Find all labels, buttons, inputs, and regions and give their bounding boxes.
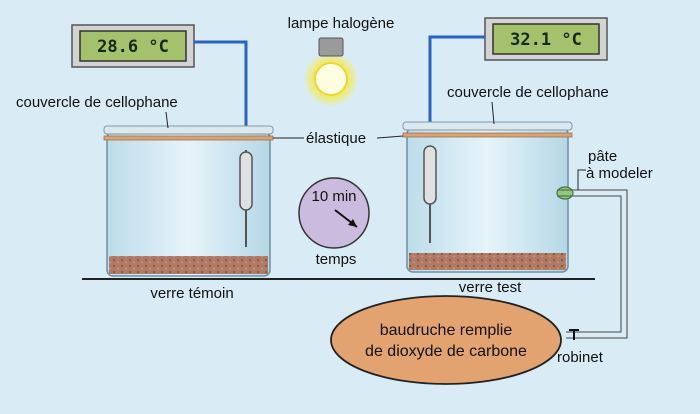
gas-tube-inner <box>557 195 622 333</box>
control-jar <box>103 125 274 277</box>
cover-label-left: couvercle de cellophane <box>16 94 178 111</box>
co2-balloon <box>330 295 562 385</box>
test-jar <box>402 121 574 273</box>
lamp-bulb <box>314 62 348 96</box>
temperature-reading-right: 32.1 °C <box>510 30 582 50</box>
clay-leader <box>577 169 586 190</box>
modelling-clay <box>556 186 574 200</box>
halogen-lamp <box>303 37 359 107</box>
probe-wire-right <box>428 35 485 148</box>
elastic-band-right <box>402 132 573 138</box>
clock-face <box>298 177 370 249</box>
lcd-screen-right <box>492 23 600 55</box>
clay-label-line1: pâte <box>588 148 617 165</box>
temperature-reading-left: 28.6 °C <box>97 37 169 57</box>
cellophane-cover-left <box>103 125 274 135</box>
soil-right <box>409 253 566 270</box>
elastic-leader-right <box>376 135 404 139</box>
clock: 10 min <box>298 177 370 249</box>
clock-hand-arrow <box>348 219 357 227</box>
elastic-band-left <box>103 135 274 141</box>
balloon-label-line2: de dioxyde de carbone <box>365 343 527 360</box>
cover-leader-left <box>165 111 169 129</box>
probe-left <box>239 151 253 211</box>
jar-label-left: verre témoin <box>150 285 233 302</box>
probe-right <box>423 145 437 205</box>
tap-label: robinet <box>557 349 604 366</box>
lamp-label: lampe halogène <box>288 15 395 32</box>
balloon-label-line1: baudruche remplie <box>380 322 513 339</box>
cover-label-right: couvercle de cellophane <box>447 84 609 101</box>
cover-leader-right <box>491 101 495 125</box>
elastic-label: élastique <box>306 130 366 147</box>
clay-label-line2: à modeler <box>586 165 653 182</box>
thermometer-display-right: 32.1 °C <box>484 17 608 61</box>
clock-time-label: 10 min <box>311 188 356 205</box>
lcd-screen-left <box>79 30 187 62</box>
soil-left <box>109 256 268 274</box>
lamp-socket <box>318 37 344 57</box>
gas-tube-outer <box>557 189 628 339</box>
time-label: temps <box>316 251 357 268</box>
thermometer-display-left: 28.6 °C <box>71 24 195 68</box>
jar-label-right: verre test <box>459 279 522 296</box>
probe-wire-left <box>194 40 248 152</box>
cellophane-cover-right <box>402 121 573 131</box>
